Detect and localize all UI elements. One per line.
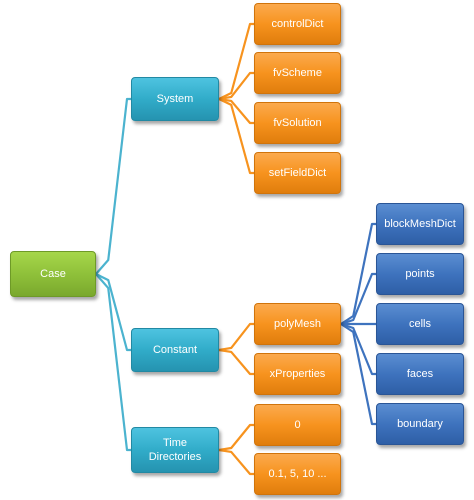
node-system-label: System	[156, 93, 194, 105]
node-time-0-label: 0	[294, 419, 301, 431]
connector-system-to-fvsolution	[218, 97, 254, 125]
node-constant-label: Constant	[152, 344, 198, 356]
node-points-label: points	[405, 268, 435, 280]
node-fvscheme: fvScheme	[254, 52, 341, 94]
node-controldict: controlDict	[254, 3, 341, 45]
node-xproperties-label: xProperties	[269, 368, 326, 380]
node-setfielddict-label: setFieldDict	[268, 167, 327, 179]
connector-system-to-setfielddict	[218, 98, 254, 175]
connector-constant-to-polymesh	[218, 322, 254, 352]
node-fvscheme-label: fvScheme	[273, 67, 322, 79]
connector-case-to-system	[95, 97, 131, 275]
connector-system-to-fvscheme	[218, 71, 254, 101]
connector-time-directories-to-time-0	[218, 423, 254, 452]
node-time-directories: Time Directories	[131, 427, 219, 473]
node-cells-label: cells	[408, 318, 431, 330]
node-time-0: 0	[254, 404, 341, 446]
connector-time-directories-to-time-series	[218, 448, 254, 476]
node-time-label-line1: Time	[162, 437, 188, 449]
connector-polymesh-to-boundary	[340, 323, 376, 426]
node-time-series: 0.1, 5, 10 ...	[254, 453, 341, 495]
node-fvsolution-label: fvSolution	[273, 117, 322, 129]
node-faces: faces	[376, 353, 464, 395]
node-time-label-line2: Directories	[148, 451, 202, 463]
connector-polymesh-to-points	[340, 272, 376, 326]
node-fvsolution: fvSolution	[254, 102, 341, 144]
node-case-label: Case	[40, 268, 66, 280]
node-boundary: boundary	[376, 403, 464, 445]
node-time-series-label: 0.1, 5, 10 ...	[268, 468, 327, 480]
connector-polymesh-to-faces	[340, 322, 376, 376]
connector-polymesh-to-blockmeshdict	[340, 222, 376, 325]
node-blockmeshdict: blockMeshDict	[376, 203, 464, 245]
node-xproperties: xProperties	[254, 353, 341, 395]
node-case: Case	[10, 251, 96, 297]
node-points: points	[376, 253, 464, 295]
connector-case-to-time-directories	[95, 273, 131, 452]
connector-constant-to-xproperties	[218, 348, 254, 376]
node-controldict-label: controlDict	[271, 18, 324, 30]
node-boundary-label: boundary	[397, 418, 443, 430]
node-cells: cells	[376, 303, 464, 345]
node-polymesh-label: polyMesh	[273, 318, 322, 330]
node-constant: Constant	[131, 328, 219, 372]
node-faces-label: faces	[406, 368, 434, 380]
connector-system-to-controldict	[218, 22, 254, 100]
node-setfielddict: setFieldDict	[254, 152, 341, 194]
node-system: System	[131, 77, 219, 121]
node-polymesh: polyMesh	[254, 303, 341, 345]
connector-case-to-constant	[95, 273, 131, 352]
node-blockmeshdict-label: blockMeshDict	[384, 218, 456, 230]
